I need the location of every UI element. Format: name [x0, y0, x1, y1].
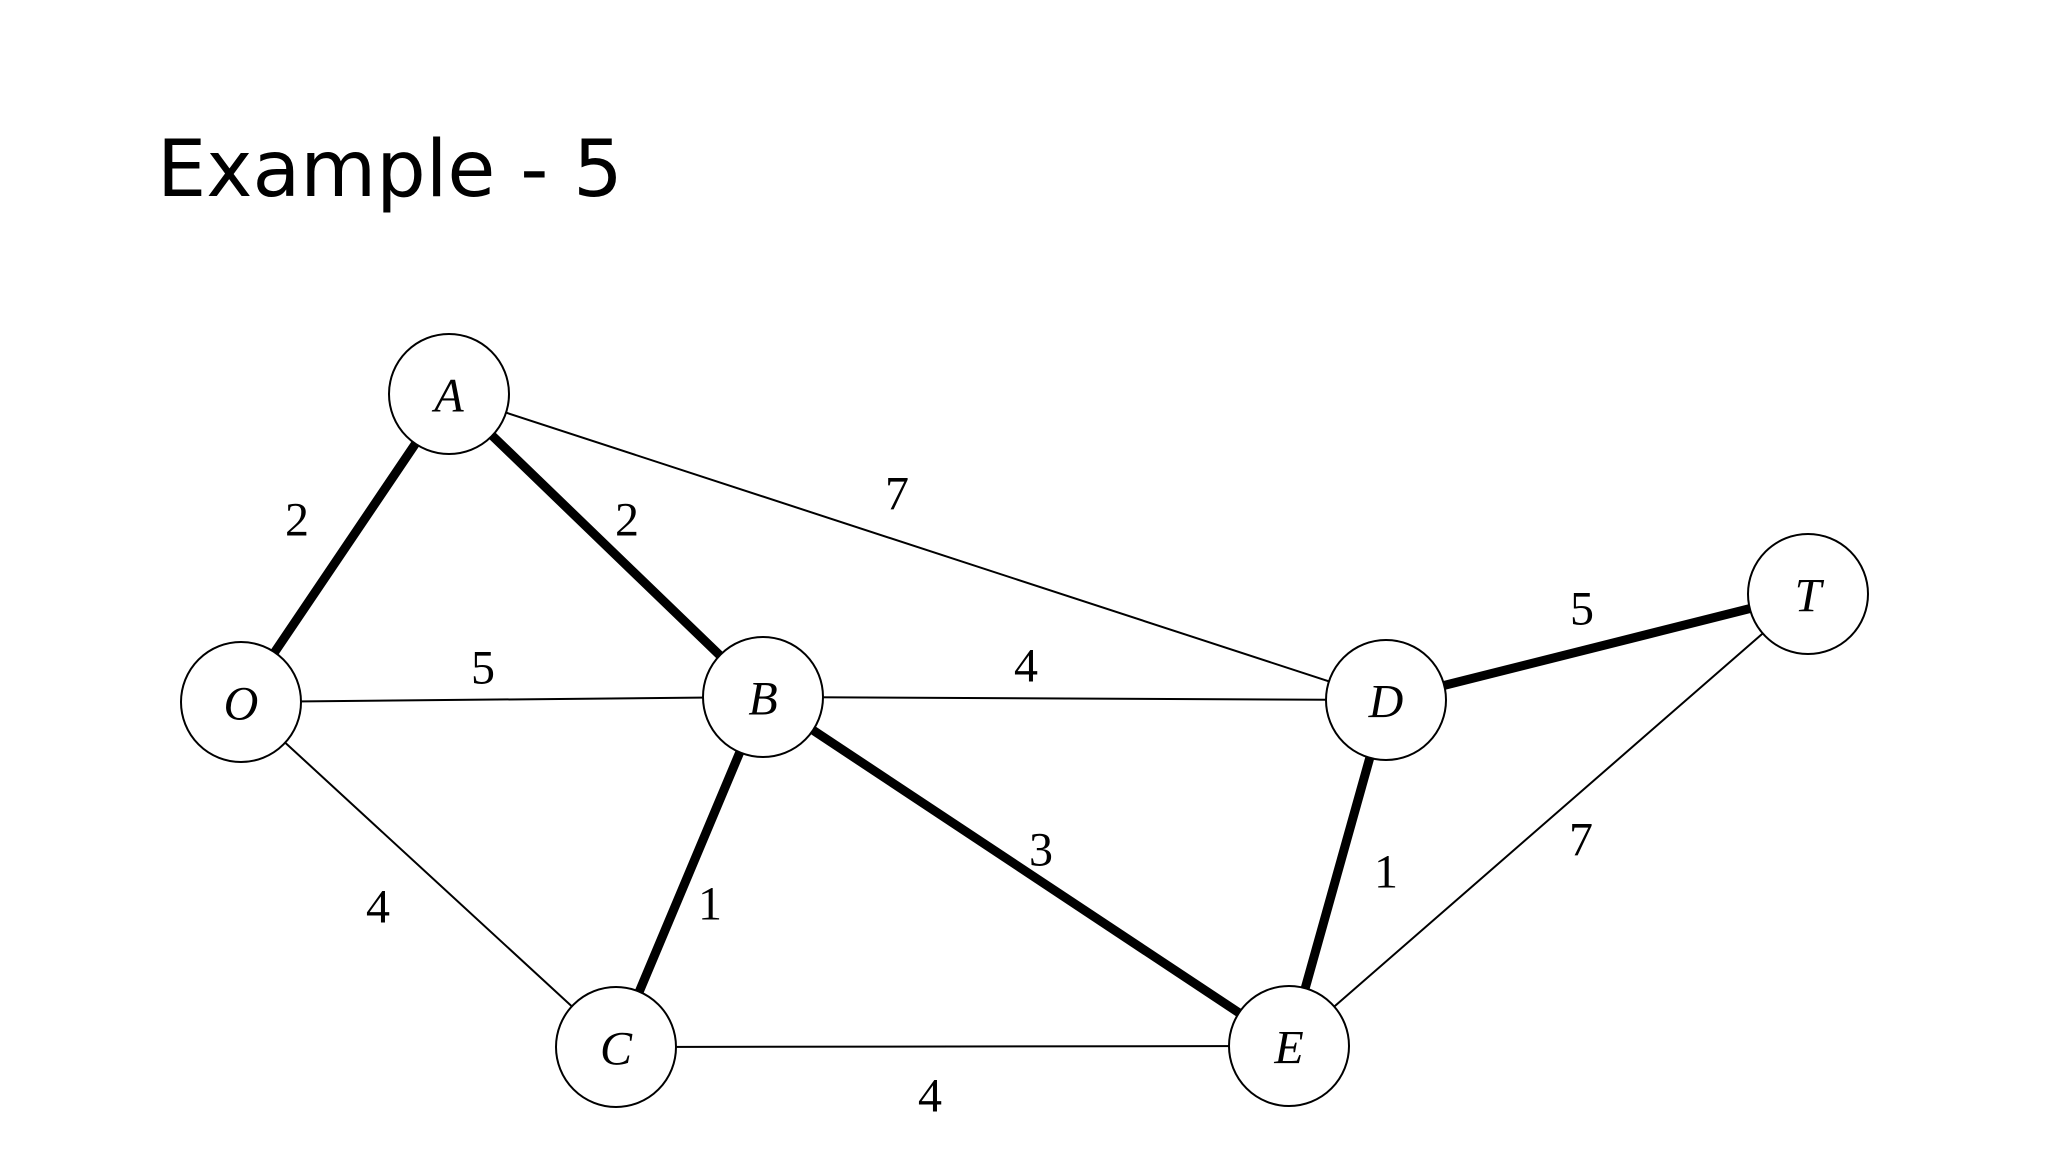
- node-circle: [555, 986, 677, 1108]
- edge-o-c: [240, 701, 617, 1048]
- node-circle: [388, 333, 510, 455]
- node-circle: [1228, 985, 1350, 1107]
- node-circle: [702, 636, 824, 758]
- node-circle: [180, 641, 302, 763]
- edge-weight-d-e: 1: [1374, 846, 1398, 899]
- node-c: C: [555, 986, 677, 1108]
- node-circle: [1325, 639, 1447, 761]
- edge-weight-labels: 2 5 4 2 7 1 4 3 4 1 5 7: [285, 468, 1594, 1123]
- node-b: B: [702, 636, 824, 758]
- node-label: T: [1795, 570, 1825, 623]
- edge-weight-c-e: 4: [918, 1070, 942, 1123]
- node-label: D: [1368, 676, 1404, 729]
- edge-o-b: [240, 696, 764, 703]
- edge-a-d: [448, 393, 1387, 701]
- edge-b-e: [760, 693, 1292, 1050]
- edge-d-t: [1384, 589, 1810, 705]
- node-label: C: [600, 1023, 633, 1076]
- edge-weight-b-e: 3: [1029, 824, 1053, 877]
- nodes-layer: O A B C D E T: [180, 333, 1869, 1108]
- node-label: O: [224, 678, 259, 731]
- edge-a-b: [445, 390, 767, 701]
- node-circle: [1747, 533, 1869, 655]
- edge-weight-a-b: 2: [615, 494, 639, 547]
- edge-b-d: [762, 696, 1387, 701]
- edge-weight-e-t: 7: [1569, 814, 1593, 867]
- edge-weight-b-c: 1: [698, 878, 722, 931]
- edge-c-e: [615, 1045, 1290, 1048]
- node-t: T: [1747, 533, 1869, 655]
- edge-weight-a-d: 7: [885, 468, 909, 521]
- node-o: O: [180, 641, 302, 763]
- edge-weight-o-a: 2: [285, 494, 309, 547]
- edge-weight-b-d: 4: [1014, 640, 1038, 693]
- edge-b-c: [611, 695, 768, 1049]
- edges-layer: [237, 390, 1810, 1050]
- edge-weight-d-t: 5: [1570, 583, 1594, 636]
- slide-title: Example - 5: [157, 125, 623, 215]
- edge-weight-o-c: 4: [366, 881, 390, 934]
- node-e: E: [1228, 985, 1350, 1107]
- node-label: E: [1273, 1022, 1303, 1075]
- node-label: B: [748, 673, 777, 726]
- edge-e-t: [1288, 593, 1809, 1047]
- node-d: D: [1325, 639, 1447, 761]
- node-a: A: [388, 333, 510, 455]
- edge-weight-o-b: 5: [471, 642, 495, 695]
- edge-o-a: [237, 391, 453, 705]
- node-label: A: [431, 370, 464, 423]
